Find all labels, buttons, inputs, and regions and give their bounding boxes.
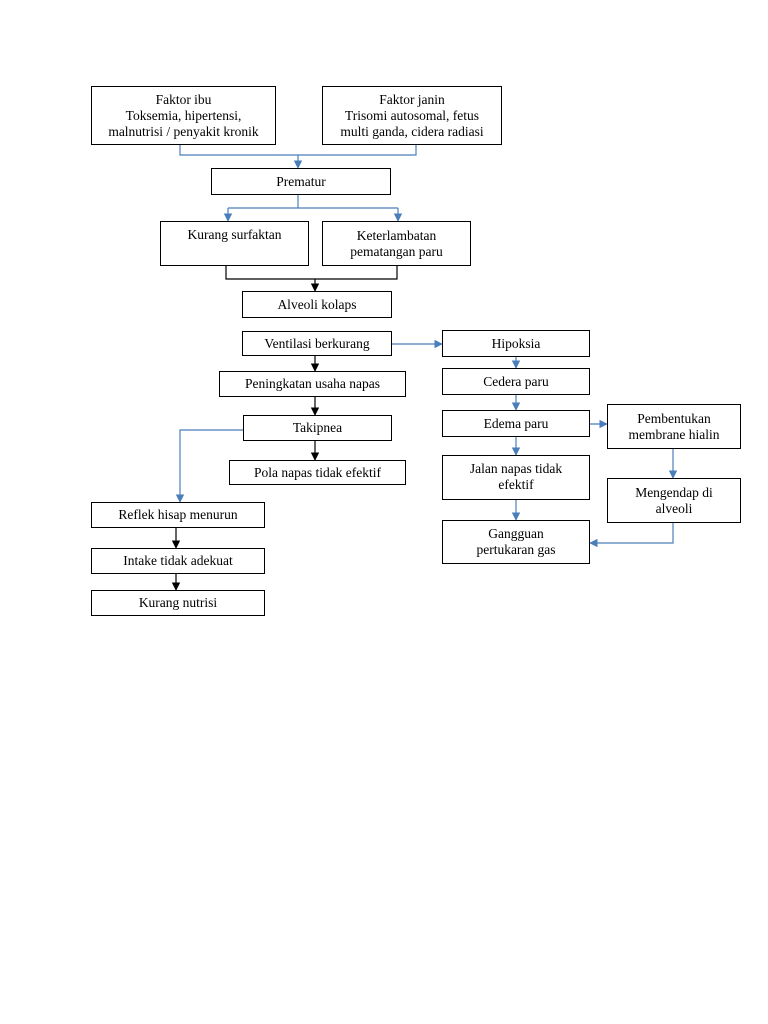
faktor-ibu-line-1: Toksemia, hipertensi, [125, 107, 242, 123]
peningkatan-label: Peningkatan usaha napas [245, 376, 380, 391]
box-cedera-paru: Cedera paru [442, 368, 590, 395]
mengendap-line-1: Mengendap di [635, 484, 713, 500]
arrow-takipnea-to-reflek [175, 429, 243, 503]
pembentukan-line-1: Pembentukan [637, 410, 711, 426]
box-alveoli-kolaps: Alveoli kolaps [242, 291, 392, 318]
cedera-paru-label: Cedera paru [483, 373, 549, 389]
kurang-surfaktan-label: Kurang surfaktan [187, 227, 282, 242]
arrow-mengendap-to-gangguan [589, 523, 674, 548]
box-takipnea: Takipnea [243, 415, 392, 441]
box-kurang-surfaktan: Kurang surfaktan [160, 221, 309, 266]
kurang-nutrisi-label: Kurang nutrisi [138, 595, 218, 610]
keterlambatan-line-1: Keterlambatan [356, 227, 437, 243]
pola-napas-label: Pola napas tidak efektif [253, 464, 382, 480]
hipoksia-label: Hipoksia [491, 335, 541, 351]
box-pola-napas: Pola napas tidak efektif [229, 460, 406, 485]
mengendap-line-2: alveoli [655, 500, 693, 516]
pembentukan-line-2: membrane hialin [628, 426, 720, 442]
faktor-ibu-line-2: malnutrisi / penyakit kronik [108, 123, 259, 139]
box-hipoksia: Hipoksia [442, 330, 590, 357]
faktor-janin-line-2: multi ganda, cidera radiasi [340, 123, 484, 139]
gangguan-line-1: Gangguan [488, 526, 544, 541]
keterlambatan-line-2: pematangan paru [350, 243, 443, 259]
box-keterlambatan: Keterlambatan pematangan paru [322, 221, 471, 266]
reflek-hisap-label: Reflek hisap menurun [118, 507, 238, 522]
intake-label: Intake tidak adekuat [123, 553, 233, 568]
jalan-napas-line-1: Jalan napas tidak [469, 461, 563, 476]
prematur-label: Prematur [276, 173, 326, 189]
edema-paru-label: Edema paru [483, 415, 549, 431]
faktor-janin-title: Faktor janin [379, 91, 445, 107]
box-mengendap: Mengendap di alveoli [607, 478, 741, 523]
alveoli-kolaps-label: Alveoli kolaps [277, 296, 357, 312]
connector-bracket-to-alveoli [225, 266, 398, 280]
box-faktor-janin: Faktor janin Trisomi autosomal, fetus mu… [322, 86, 502, 145]
box-reflek-hisap: Reflek hisap menurun [91, 502, 265, 528]
faktor-ibu-title: Faktor ibu [155, 91, 212, 107]
box-gangguan: Gangguan pertukaran gas [442, 520, 590, 564]
box-faktor-ibu: Faktor ibu Toksemia, hipertensi, malnutr… [91, 86, 276, 145]
faktor-janin-line-1: Trisomi autosomal, fetus [344, 107, 480, 123]
box-kurang-nutrisi: Kurang nutrisi [91, 590, 265, 616]
connector-faktor-to-prematur [179, 145, 417, 156]
box-jalan-napas: Jalan napas tidak efektif [442, 455, 590, 500]
takipnea-label: Takipnea [292, 420, 343, 435]
jalan-napas-line-2: efektif [498, 477, 534, 492]
box-pembentukan: Pembentukan membrane hialin [607, 404, 741, 449]
box-ventilasi: Ventilasi berkurang [242, 331, 392, 356]
box-edema-paru: Edema paru [442, 410, 590, 437]
box-intake: Intake tidak adekuat [91, 548, 265, 574]
ventilasi-label: Ventilasi berkurang [264, 335, 370, 351]
box-prematur: Prematur [211, 168, 391, 195]
gangguan-line-2: pertukaran gas [476, 542, 556, 557]
box-peningkatan: Peningkatan usaha napas [219, 371, 406, 397]
